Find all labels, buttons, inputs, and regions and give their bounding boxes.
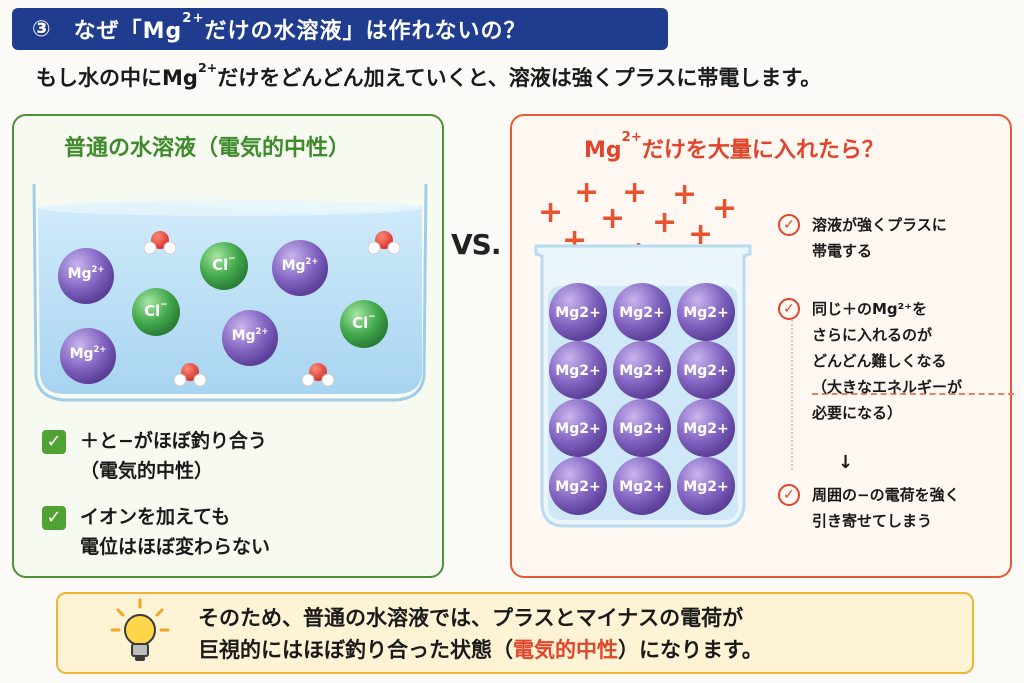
svg-text:+: + <box>712 191 737 226</box>
lightbulb-icon <box>110 598 170 661</box>
mg-ion-label: Mg2+ <box>683 363 728 379</box>
check-icon: ✓ <box>778 298 800 320</box>
mg-ion-label: Mg2+ <box>281 256 319 274</box>
mg-ion-label: Mg2+ <box>67 264 105 282</box>
water-molecule <box>173 363 207 387</box>
cl-ion <box>200 242 248 290</box>
check-text: ＋と−がほぼ釣り合う <box>80 430 267 452</box>
point-text: 周囲の−の電荷を強く <box>812 486 960 504</box>
point-text: 同じ＋のMg²⁺を <box>812 300 928 318</box>
mg-ion-label: Mg2+ <box>555 479 600 495</box>
point-text: 引き寄せてしまう <box>812 512 933 530</box>
check-text: 電位はほぼ変わらない <box>80 536 271 558</box>
conclusion-line: 巨視的にはほぼ釣り合った状態（電気的中性）になります。 <box>198 638 763 662</box>
point-text: （大きなエネルギーが <box>812 378 963 396</box>
mg-ion <box>677 399 735 457</box>
svg-text:+: + <box>652 205 677 240</box>
mg-ion-label: Mg2+ <box>683 479 728 495</box>
highlight-neutrality: 電気的中性 <box>513 638 618 662</box>
point-text: さらに入れるのが <box>812 326 933 344</box>
mg-ion <box>677 341 735 399</box>
mg-ion <box>222 310 278 366</box>
mg-ion <box>549 283 607 341</box>
point-harder: ✓ 同じ＋のMg²⁺を さらに入れるのが どんどん難しくなる （大きなエネルギー… <box>778 296 962 426</box>
cl-ion <box>340 300 388 348</box>
check-text: イオンを加えても <box>80 506 231 528</box>
check-item-potential: ✓ イオンを加えても電位はほぼ変わらない <box>42 502 270 562</box>
point-attract: ✓ 周囲の−の電荷を強く引き寄せてしまう <box>778 482 960 534</box>
mg-ion <box>613 457 671 515</box>
water-container-illustration <box>32 183 428 402</box>
mg-ion-label: Mg2+ <box>683 421 728 437</box>
mg-ion-label: Mg2+ <box>555 421 600 437</box>
section-number: ③ <box>32 16 52 42</box>
mg-ion <box>613 283 671 341</box>
point-text: どんどん難しくなる <box>812 352 947 370</box>
mg-ion-label: Mg2+ <box>619 421 664 437</box>
normal-solution-title: 普通の水溶液（電気的中性） <box>64 136 351 161</box>
connector-line <box>791 320 793 470</box>
check-icon: ✓ <box>778 484 800 506</box>
mg-ion <box>613 341 671 399</box>
page-subtitle: もし水の中にMg2+だけをどんどん加えていくと、溶液は強くプラスに帯電します。 <box>36 60 822 90</box>
cl-ion-label: Cl− <box>352 312 376 332</box>
mg-ion <box>549 399 607 457</box>
mg-ion <box>677 457 735 515</box>
mg-ion-label: Mg2+ <box>555 363 600 379</box>
mg-ion <box>549 341 607 399</box>
vs-label: VS. <box>451 228 501 261</box>
svg-text:+: + <box>538 195 563 230</box>
normal-solution-panel: 普通の水溶液（電気的中性） <box>12 114 444 578</box>
mg-ion-label: Mg2+ <box>619 363 664 379</box>
cl-ion <box>132 288 180 336</box>
mg-ion <box>549 457 607 515</box>
mg-ion-label: Mg2+ <box>69 344 107 362</box>
check-item-balance: ✓ ＋と−がほぼ釣り合う （電気的中性） <box>42 426 267 486</box>
point-charged: ✓ 溶液が強くプラスに帯電する <box>778 212 947 264</box>
mg-ion-grid: Mg2+ Mg2+ Mg2+ Mg2+ Mg2+ Mg2+ Mg2+ Mg2+ Mg2+ Mg2+… <box>549 283 735 515</box>
conclusion-box: そのため、普通の水溶液では、プラスとマイナスの電荷が 巨視的にはほぼ釣り合った状… <box>56 592 974 674</box>
check-icon: ✓ <box>42 506 66 530</box>
mg-ion-label: Mg2+ <box>619 479 664 495</box>
point-text: 帯電する <box>812 242 873 260</box>
svg-text:+: + <box>574 176 599 210</box>
mg-ion-label: Mg2+ <box>555 305 600 321</box>
water-molecule <box>143 231 177 255</box>
beaker-illustration: +++ +++ +++ +++ Mg2+Mg2+Mg2+Mg2+Mg2+Mg2+… <box>534 176 752 528</box>
ions-layer <box>58 231 401 387</box>
cl-ion-label: Cl− <box>212 254 236 274</box>
mg-ion-label: Mg2+ <box>231 326 269 344</box>
check-icon: ✓ <box>42 430 66 454</box>
mg-ion-label: Mg2+ <box>683 305 728 321</box>
conclusion-text: そのため、普通の水溶液では、プラスとマイナスの電荷が 巨視的にはほぼ釣り合った状… <box>198 602 763 666</box>
water-molecule <box>367 231 401 255</box>
svg-text:+: + <box>622 176 647 210</box>
page-title-bar: ③ なぜ「Mg2+だけの水溶液」は作れないの？ <box>12 8 668 50</box>
svg-text:+: + <box>600 201 625 236</box>
page-title: なぜ「Mg2+だけの水溶液」は作れないの？ <box>73 11 527 44</box>
mg-ion <box>677 283 735 341</box>
cl-ion-label: Cl− <box>144 300 168 320</box>
conclusion-line: そのため、普通の水溶液では、プラスとマイナスの電荷が <box>198 606 744 630</box>
water-molecule <box>301 363 335 387</box>
mg-ion <box>272 240 328 296</box>
check-text: （電気的中性） <box>80 460 214 482</box>
point-text: 溶液が強くプラスに <box>812 216 947 234</box>
mg-ion <box>613 399 671 457</box>
down-arrow-icon: ↓ <box>838 452 854 473</box>
mg-ion <box>60 328 116 384</box>
mg-ion <box>58 248 114 304</box>
mg-ion-label: Mg2+ <box>619 305 664 321</box>
mg-only-panel: Mg2+だけを大量に入れたら？ +++ +++ +++ +++ Mg2+Mg2+… <box>510 114 1014 578</box>
divider <box>812 393 1014 395</box>
svg-text:+: + <box>672 177 697 212</box>
check-icon: ✓ <box>778 214 800 236</box>
point-text: 必要になる） <box>812 404 903 422</box>
mg-only-title: Mg2+だけを大量に入れたら？ <box>584 130 884 163</box>
